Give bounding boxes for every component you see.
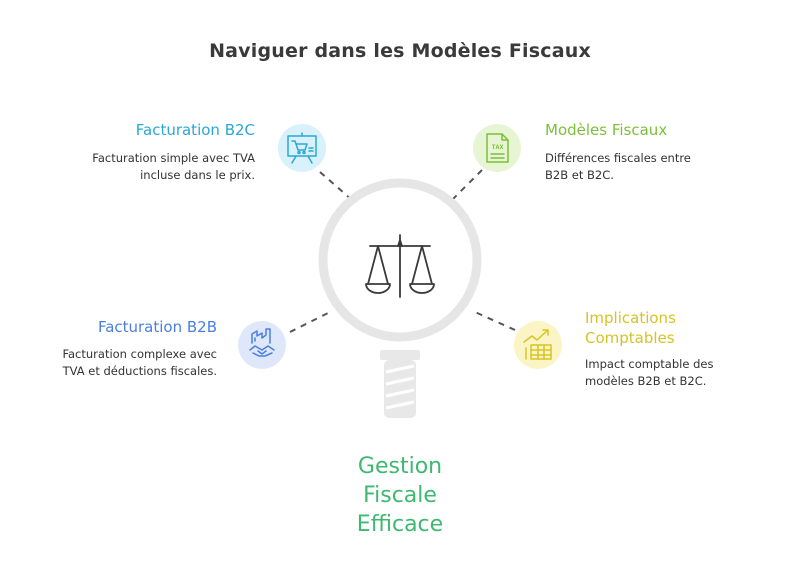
- balance-scale-icon: [365, 234, 435, 298]
- branch-desc-modeles-fiscaux: Différences fiscales entre B2B et B2C.: [545, 151, 691, 182]
- growth-chart-icon: [514, 321, 562, 369]
- connector-implications: [474, 311, 516, 331]
- branch-desc-b2c: Facturation simple avec TVA incluse dans…: [92, 151, 255, 182]
- branch-desc-b2b: Facturation complexe avec TVA et déducti…: [62, 347, 217, 378]
- presentation-cart-icon: [278, 124, 326, 172]
- outcome-label: Gestion Fiscale Efficace: [356, 454, 444, 537]
- connector-b2c: [319, 171, 353, 201]
- branch-title-b2b: Facturation B2B: [97, 318, 217, 336]
- connector-b2b: [289, 311, 331, 333]
- svg-text:TAX: TAX: [492, 143, 504, 151]
- branch-title-modeles-fiscaux: Modèles Fiscaux: [545, 121, 668, 139]
- tax-document-icon: TAX: [473, 124, 521, 172]
- page-title: Naviguer dans les Modèles Fiscaux: [209, 40, 591, 62]
- branch-title-implications-comptables: Implications Comptables: [585, 309, 676, 347]
- connector-modeles: [451, 169, 483, 201]
- magnifier-handle: [380, 350, 420, 418]
- factory-handshake-icon: [238, 321, 286, 369]
- branch-desc-implications-comptables: Impact comptable des modèles B2B et B2C.: [585, 357, 714, 388]
- branch-title-b2c: Facturation B2C: [135, 121, 255, 139]
